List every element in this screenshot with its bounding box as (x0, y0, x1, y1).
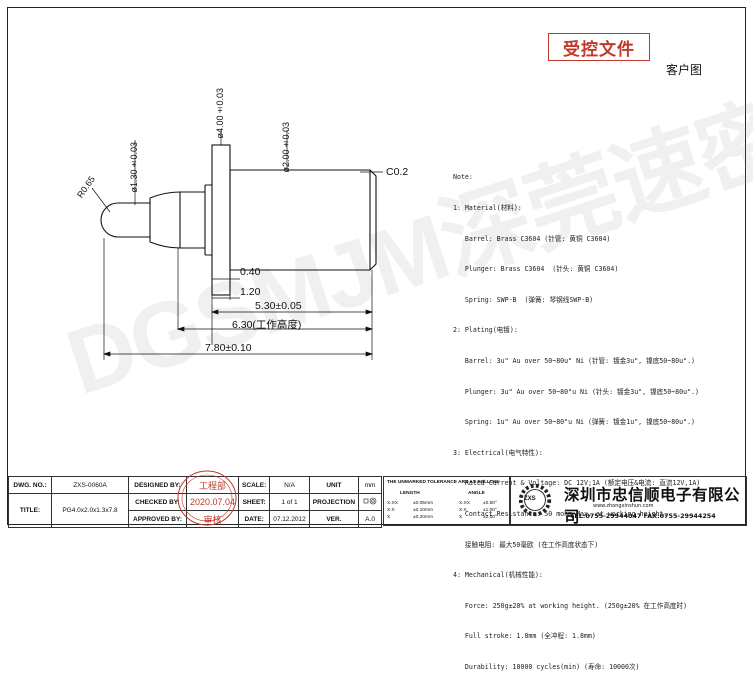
length-tol: ±0.05mm (413, 501, 433, 506)
company-phone-fax: TEL:0755-29944047 FAX:0755-29944254 (570, 512, 716, 520)
company-logo-text: ZXS (524, 496, 536, 502)
plunger-tip (100, 202, 150, 238)
specification-notes: Note: 1: Material(材料): Barrel: Brass C36… (453, 152, 700, 682)
length-tol: ±0.20mm (413, 515, 433, 520)
plunger-neck (149, 191, 181, 249)
note-line: 2: Plating(电镀): (453, 326, 518, 335)
sheet-value: 1 of 1 (269, 493, 310, 511)
date-value: 07.12.2012 (269, 510, 310, 528)
title-block: DWG. NO.: ZXS-0060A DESIGNED BY: 工程部 SCA… (8, 476, 383, 528)
dim-plunger-diameter: ø1.30±0.03 (129, 142, 139, 193)
dim-1-20: 1.20 (240, 286, 261, 298)
projection-label: PROJECTION (308, 493, 360, 511)
note-line: Contact Resistance: 50 mohm Max. at work… (453, 509, 668, 518)
dwg-no-value: ZXS-0060A (51, 476, 129, 494)
dim-0-40: 0.40 (240, 266, 261, 278)
angle-key: X.X (459, 508, 467, 513)
title-label: TITLE: (8, 493, 52, 528)
tolerance-heading: THE UNMARKED TOLERANCE ARE AS FOLLOW: (387, 480, 500, 485)
dim-6-30: 6.30(工作高度) (232, 319, 302, 331)
company-block: ZXS 深圳市忠信顺电子有限公司 www.zhongxinshun.com TE… (509, 476, 747, 526)
angle-tol: ±0.50° (483, 501, 497, 506)
dim-flange-diameter: ø4.00±0.03 (215, 88, 225, 139)
note-line: Barrel: 3u" Au over 50~80u" Ni (针管: 镀金3u… (453, 356, 696, 365)
note-line: Full stroke: 1.8mm (全冲程: 1.8mm) (453, 632, 596, 641)
unit-value: mm (358, 476, 383, 494)
dim-barrel-diameter: ø2.00±0.03 (281, 122, 291, 173)
length-key: X (387, 515, 391, 520)
approval-seal (177, 470, 237, 526)
angle-label: ANGLE (468, 491, 485, 496)
dim-7-80: 7.80±0.10 (205, 342, 252, 354)
dim-chamfer: C0.2 (386, 166, 409, 178)
note-line: Rated Current & Voltage: DC 12V;1A (额定电压… (453, 479, 701, 488)
unit-label: UNIT (308, 476, 360, 494)
tolerance-row: X ±0.20mm X ±2.00° (387, 515, 497, 520)
length-key: X.X (387, 508, 395, 513)
company-gear-logo-icon (518, 483, 552, 517)
note-line: Plunger: Brass C3604 (针头: 黄铜 C3604) (453, 265, 619, 274)
controlled-document-stamp: 受控文件 (548, 33, 650, 61)
customer-drawing-label: 客户图 (666, 63, 703, 77)
angle-tol: ±2.00° (483, 515, 497, 520)
title-value: PG4.0x2.0x1.3x7.8 (51, 493, 129, 528)
note-line: 4: Mechanical(机械性能): (453, 571, 543, 580)
angle-key: X.XX (459, 501, 470, 506)
approved-by-value: 审核 (185, 510, 240, 528)
tolerance-table: THE UNMARKED TOLERANCE ARE AS FOLLOW: LE… (383, 476, 511, 526)
flange (211, 144, 231, 296)
date-label: DATE: (238, 510, 271, 528)
length-tol: ±0.10mm (413, 508, 433, 513)
note-line: Barrel: Brass C3604 (针管: 黄铜 C3604) (453, 234, 611, 243)
length-label: LENGTH (400, 491, 420, 496)
scale-value: N/A (269, 476, 310, 494)
note-line: Spring: SWP-B (弹簧: 琴钢线SWP-B) (453, 295, 594, 304)
barrel (229, 169, 377, 271)
projection-symbol (358, 493, 383, 511)
company-name: 深圳市忠信顺电子有限公司 (564, 486, 741, 526)
note-line: 1: Material(材料): (453, 204, 522, 212)
projection-symbol-icon (363, 497, 377, 505)
note-line: 接触电阻: 最大50毫欧 (在工作高度状态下) (453, 540, 599, 549)
company-website: www.zhongxinshun.com (593, 503, 654, 509)
tolerance-row: X.XX ±0.05mm X.XX ±0.50° (387, 501, 497, 506)
note-line: Force: 250g±20% at working height. (250g… (453, 601, 688, 610)
ver-value: A.0 (358, 510, 383, 528)
dim-5-30: 5.30±0.05 (255, 300, 302, 312)
angle-tol: ±1.00° (483, 508, 497, 513)
note-line: Note: (453, 173, 473, 182)
ver-label: VER. (308, 510, 360, 528)
dwg-no-label: DWG. NO.: (8, 476, 52, 494)
tolerance-row: X.X ±0.10mm X.X ±1.00° (387, 508, 497, 513)
pogo-pin-drawing (91, 130, 383, 360)
angle-key: X (459, 515, 463, 520)
note-line: Plunger: 3u" Au over 50~80"u Ni (针头: 镀金3… (453, 387, 699, 396)
note-line: Durability: 10000 cycles(min) (寿命: 10000… (453, 662, 640, 671)
note-line: Spring: 1u" Au over 50~80"u Ni (弹簧: 镀金1u… (453, 418, 696, 427)
length-key: X.XX (387, 501, 398, 506)
note-line: 3: Electrical(电气特性): (453, 448, 543, 457)
